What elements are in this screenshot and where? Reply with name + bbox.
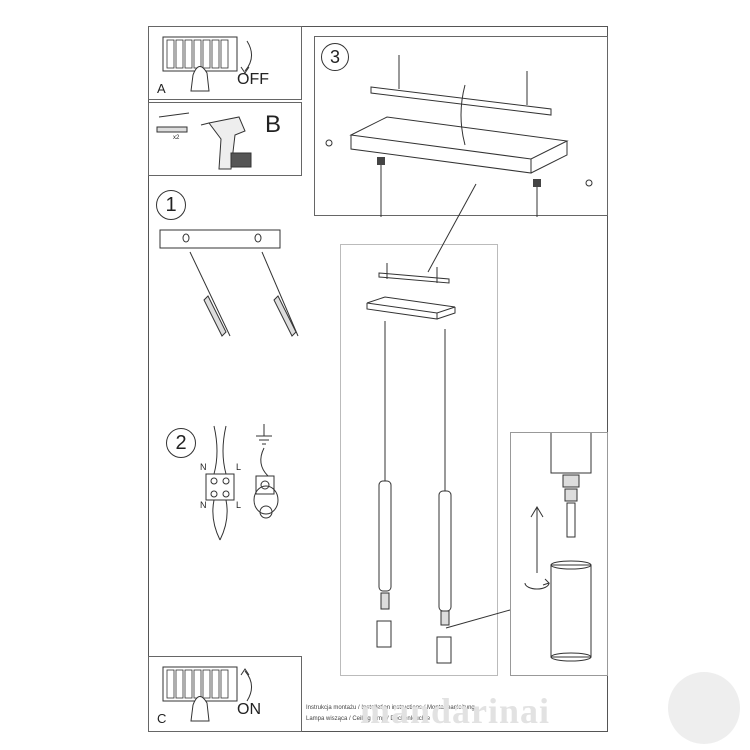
watermark: mandarinai <box>360 691 551 731</box>
step-3-mounting-detail: 3 <box>314 36 608 217</box>
step-3-badge: 3 <box>321 43 349 71</box>
step-1-badge: 1 <box>156 190 186 220</box>
anchor-count: x2 <box>173 135 180 141</box>
wire-n-bottom: N <box>200 500 207 510</box>
wire-l-bottom: L <box>236 500 242 510</box>
assembled-lamp-panel <box>340 244 498 676</box>
off-label: OFF <box>237 71 269 88</box>
panel-c-switch-on: C ON <box>148 656 302 732</box>
panel-a-letter: A <box>157 81 166 96</box>
breaker-on-illustration <box>162 666 252 722</box>
panel-b-letter: B <box>265 111 282 138</box>
footer-instructions: Instrukcja montażu / Installation instru… <box>306 705 475 711</box>
instruction-sheet <box>148 26 608 732</box>
on-label: ON <box>237 701 261 718</box>
footer-product: Lampa wisząca / Ceiling lamp / Deckenleu… <box>306 716 431 722</box>
orange-logo-icon <box>668 672 740 744</box>
wire-n-top: N <box>200 462 207 472</box>
panel-c-letter: C <box>157 711 167 726</box>
panel-a-switch-off: A OFF <box>148 26 302 100</box>
ceiling-plate-illustration <box>325 55 593 217</box>
wire-l-top: L <box>236 462 242 472</box>
pendant-lamp-illustration <box>366 263 456 664</box>
shade-installation-illustration <box>524 433 592 662</box>
panel-b-tools: x2 B <box>148 102 302 176</box>
step-2-badge: 2 <box>166 428 196 458</box>
shade-detail-panel <box>510 432 608 676</box>
breaker-off-illustration <box>162 36 252 92</box>
drill-and-anchors-illustration <box>156 112 252 170</box>
